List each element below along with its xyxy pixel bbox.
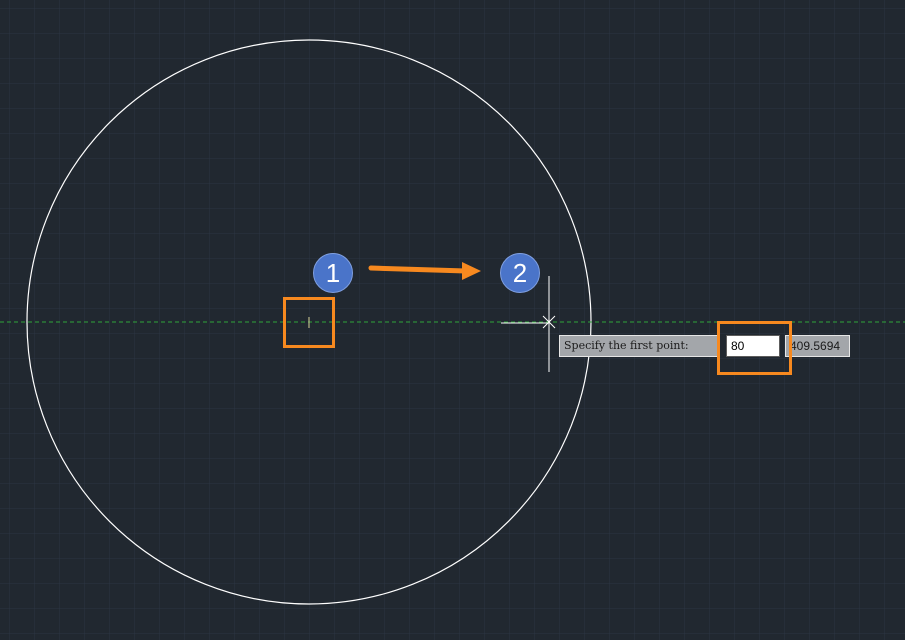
input-highlight-box [717,321,792,375]
distance-input[interactable]: 80 [726,335,780,357]
crosshair-cursor-icon [501,276,556,372]
command-prompt-tooltip: Specify the first point: [559,335,720,357]
second-value-field[interactable]: 409.5694 [785,335,850,357]
step-marker-1: 1 [313,253,353,293]
step-marker-2: 2 [500,253,540,293]
arrow-right-icon [368,262,481,280]
center-highlight-box [283,297,335,348]
